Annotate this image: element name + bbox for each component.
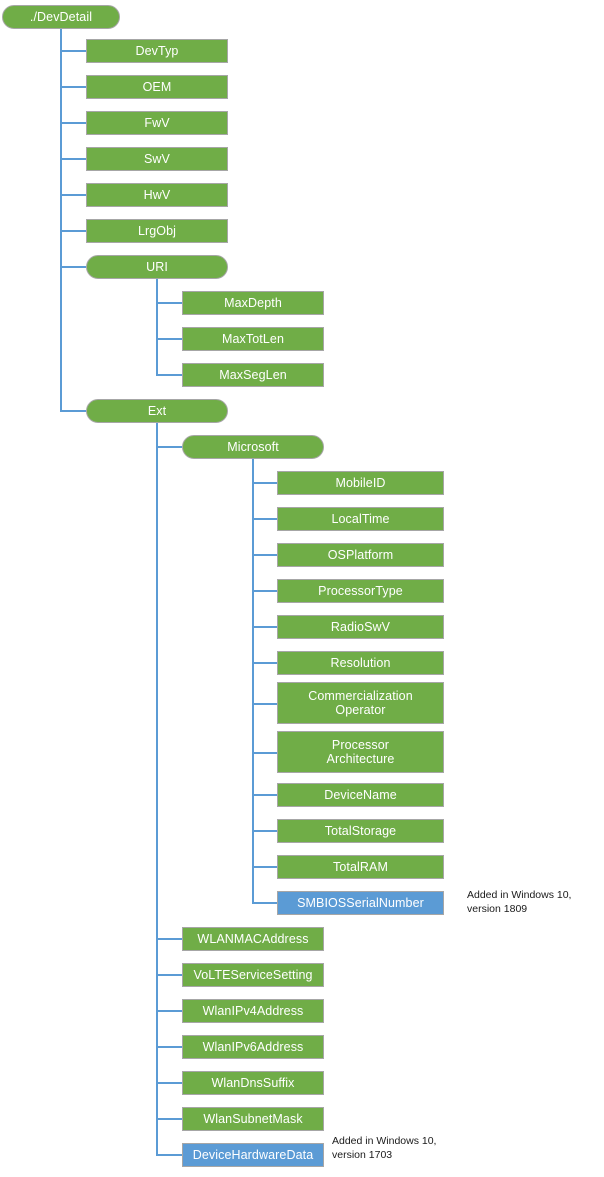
connector-ext-to-voltesetting: [156, 974, 182, 976]
connector-ms-to-processortype: [252, 590, 277, 592]
connector-ms-to-radioswv: [252, 626, 277, 628]
node-fwv[interactable]: FwV: [86, 111, 228, 135]
connector-ms-to-devicename: [252, 794, 277, 796]
connector-ms-to-totalram: [252, 866, 277, 868]
node-ext[interactable]: Ext: [86, 399, 228, 423]
node-mobileid[interactable]: MobileID: [277, 471, 444, 495]
node-microsoft[interactable]: Microsoft: [182, 435, 324, 459]
connector-ext-to-wlanipv6address: [156, 1046, 182, 1048]
connector-uri-to-maxseglen: [156, 374, 182, 376]
node-wlanipv6address[interactable]: WlanIPv6Address: [182, 1035, 324, 1059]
connector-ms-to-mobileid: [252, 482, 277, 484]
node-oem[interactable]: OEM: [86, 75, 228, 99]
node-wlanmacaddress[interactable]: WLANMACAddress: [182, 927, 324, 951]
node-swv[interactable]: SwV: [86, 147, 228, 171]
node-maxtotlen[interactable]: MaxTotLen: [182, 327, 324, 351]
node-wlandnssuffix[interactable]: WlanDnsSuffix: [182, 1071, 324, 1095]
connector-root-to-lrgobj: [60, 230, 86, 232]
node-hwv[interactable]: HwV: [86, 183, 228, 207]
node-wlansubnetmask[interactable]: WlanSubnetMask: [182, 1107, 324, 1131]
node-root-devdetail[interactable]: ./DevDetail: [2, 5, 120, 29]
connector-ms-to-totalstorage: [252, 830, 277, 832]
node-localtime[interactable]: LocalTime: [277, 507, 444, 531]
connector-ms-to-commercialization: [252, 703, 277, 705]
annotation-devicehardwaredata-added-version: Added in Windows 10, version 1703: [332, 1135, 437, 1161]
node-devtyp[interactable]: DevTyp: [86, 39, 228, 63]
connector-ms-to-resolution: [252, 662, 277, 664]
annotation-smbios-added-version: Added in Windows 10, version 1809: [467, 889, 572, 915]
connector-uri-to-maxdepth: [156, 302, 182, 304]
node-totalram[interactable]: TotalRAM: [277, 855, 444, 879]
connector-ext-to-wlanmacaddress: [156, 938, 182, 940]
node-voltservicesetting[interactable]: VoLTEServiceSetting: [182, 963, 324, 987]
connector-root-to-hwv: [60, 194, 86, 196]
connector-root-trunk: [60, 28, 62, 412]
node-processor-architecture[interactable]: Processor Architecture: [277, 731, 444, 773]
connector-ms-to-processorarch: [252, 752, 277, 754]
node-resolution[interactable]: Resolution: [277, 651, 444, 675]
connector-root-to-devtyp: [60, 50, 86, 52]
node-maxdepth[interactable]: MaxDepth: [182, 291, 324, 315]
connector-root-to-oem: [60, 86, 86, 88]
connector-ext-to-wlanipv4address: [156, 1010, 182, 1012]
connector-ms-to-osplatform: [252, 554, 277, 556]
connector-ms-to-localtime: [252, 518, 277, 520]
node-uri[interactable]: URI: [86, 255, 228, 279]
connector-ext-trunk: [156, 422, 158, 1156]
node-lrgobj[interactable]: LrgObj: [86, 219, 228, 243]
connector-ext-to-wlansubnetmask: [156, 1118, 182, 1120]
node-osplatform[interactable]: OSPlatform: [277, 543, 444, 567]
connector-ms-to-smbios: [252, 902, 277, 904]
node-devicehardwaredata[interactable]: DeviceHardwareData: [182, 1143, 324, 1167]
connector-ext-to-wlandnssuffix: [156, 1082, 182, 1084]
connector-root-to-swv: [60, 158, 86, 160]
node-commercialization-operator[interactable]: Commercialization Operator: [277, 682, 444, 724]
node-smbiosserialnumber[interactable]: SMBIOSSerialNumber: [277, 891, 444, 915]
connector-root-to-uri: [60, 266, 86, 268]
connector-ext-to-devicehardwaredata: [156, 1154, 182, 1156]
connector-ext-to-microsoft: [156, 446, 182, 448]
node-wlanipv4address[interactable]: WlanIPv4Address: [182, 999, 324, 1023]
connector-root-to-ext: [60, 410, 86, 412]
node-processortype[interactable]: ProcessorType: [277, 579, 444, 603]
node-radioswv[interactable]: RadioSwV: [277, 615, 444, 639]
node-maxseglen[interactable]: MaxSegLen: [182, 363, 324, 387]
connector-uri-trunk: [156, 278, 158, 375]
connector-microsoft-trunk: [252, 458, 254, 902]
node-totalstorage[interactable]: TotalStorage: [277, 819, 444, 843]
connector-uri-to-maxtotlen: [156, 338, 182, 340]
node-devicename[interactable]: DeviceName: [277, 783, 444, 807]
connector-root-to-fwv: [60, 122, 86, 124]
